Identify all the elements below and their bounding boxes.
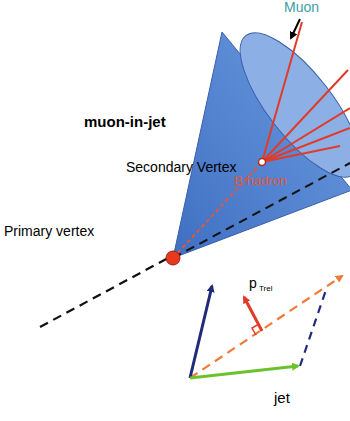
ptrel-sub: Trel xyxy=(259,285,272,294)
jet-axis-inner xyxy=(173,163,350,258)
bhadron-label: B hadron xyxy=(234,174,287,188)
secondary-vertex xyxy=(259,159,266,166)
sv-label: Secondary Vertex xyxy=(126,160,237,175)
sum-vector xyxy=(190,286,212,378)
jet-label: jet xyxy=(274,390,290,407)
jet-vector xyxy=(190,366,298,378)
right-angle xyxy=(252,324,259,335)
dashed-helper xyxy=(300,290,326,366)
tracks xyxy=(262,22,350,162)
ptrel-p: p xyxy=(249,276,257,291)
pv-label: Primary vertex xyxy=(4,224,94,239)
ptrel-vector xyxy=(244,297,262,331)
primary-vertex xyxy=(166,251,180,265)
cone-mouth xyxy=(221,16,350,194)
muon-pointer xyxy=(291,19,300,38)
title-label: muon-in-jet xyxy=(84,114,166,131)
muon-label: Muon xyxy=(284,0,319,15)
muon-vector xyxy=(190,276,342,378)
